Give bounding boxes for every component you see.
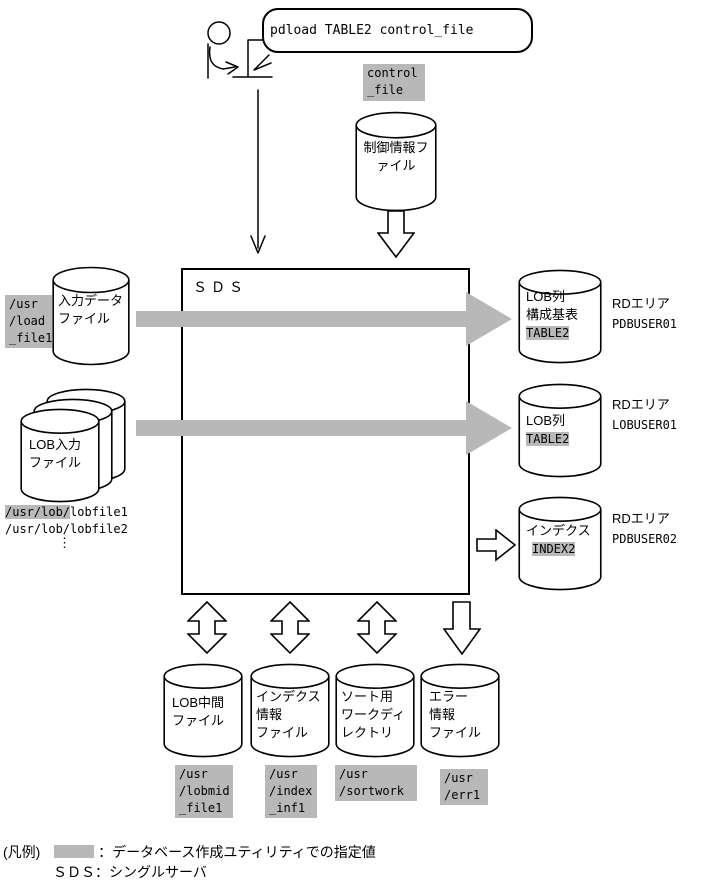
lob-column-base-table-cylinder: LOB列 構成基表 TABLE2 [518, 269, 602, 364]
input-data-file-cylinder: 入力データ ファイル [52, 266, 130, 366]
error-info-file-path-label: /usr /err1 [440, 769, 488, 805]
command-flow-arrow-icon [250, 89, 266, 254]
index-info-file-label: インデクス [256, 689, 321, 704]
index-output-arrow-icon [476, 529, 517, 562]
data-flow-arrow-lob-input [136, 401, 512, 455]
sort-work-path-label: /usr /sortwork [335, 765, 417, 801]
rd-target-1-table-name: TABLE2 [526, 326, 570, 340]
sort-work-directory-label: ソート用 [341, 689, 394, 704]
lob-input-path-1-highlight: /usr/lob/ [5, 505, 71, 519]
control-file-name-label: control _file [363, 64, 425, 101]
rd-target-3-line1: インデクス [526, 523, 591, 538]
input-data-file-label: 入力データ [58, 293, 124, 308]
index-cylinder: インデクス INDEX2 [518, 496, 602, 591]
rd-target-1-line1: LOB列 [526, 289, 566, 304]
error-info-file-label: エラー [429, 689, 469, 704]
sort-work-directory-cylinder: ソート用 ワークディ レクトリ [335, 663, 415, 758]
sds-server-label: ＳＤＳ [193, 279, 247, 295]
database-cylinder-icon [52, 266, 130, 366]
legend-highlight-desc: ：データベース作成ユティリティでの指定値 [98, 844, 376, 860]
sort-work-io-arrow-icon [357, 601, 397, 655]
rd-target-2-table-name: TABLE2 [526, 432, 570, 446]
legend-sds-desc: ＳＤＳ：シングルサーバ [53, 864, 207, 880]
lob-mid-file-path-label: /usr /lobmid _file1 [175, 765, 233, 818]
rd-area-label-3: RDエリア PDBUSER02 [612, 511, 678, 546]
command-speech-bubble: pdload TABLE2 control_file [262, 8, 533, 53]
legend-row-2: ＳＤＳ：シングルサーバ [53, 863, 207, 881]
index-info-file-io-arrow-icon [270, 601, 310, 655]
database-cylinder-icon [20, 408, 100, 503]
command-text: pdload TABLE2 control_file [270, 23, 474, 38]
lob-input-file-label: LOB入力 [29, 437, 82, 452]
lob-mid-file-label: LOB中間 [172, 695, 225, 710]
database-cylinder-icon [518, 269, 602, 364]
database-cylinder-icon [420, 663, 500, 758]
database-cylinder-icon [355, 111, 437, 212]
control-info-file-cylinder: 制御情報フ ァイル [355, 111, 437, 212]
input-data-file-path-label: /usr /load _file1 [5, 295, 52, 348]
legend-title: (凡例) [3, 844, 41, 860]
lob-mid-file-io-arrow-icon [187, 601, 227, 655]
rd-target-1-line2: 構成基表 [526, 307, 579, 322]
error-info-file-cylinder: エラー 情報 ファイル [420, 663, 500, 758]
data-flow-arrow-input-data [136, 292, 512, 346]
control-file-input-arrow-icon [377, 210, 415, 258]
database-cylinder-icon [250, 663, 330, 758]
index-info-file-path-label: /usr /index _inf1 [265, 765, 317, 818]
database-cylinder-icon [335, 663, 415, 758]
legend-row-1: (凡例) ：データベース作成ユティリティでの指定値 [3, 843, 376, 861]
lob-input-path-1: /usr/lob/lobfile1 [5, 505, 128, 519]
rd-area-label-1: RDエリア PDBUSER01 [612, 296, 678, 331]
lob-column-cylinder: LOB列 TABLE2 [518, 383, 602, 478]
lob-input-path-ellipsis: ⋮ [58, 536, 71, 551]
database-cylinder-icon [163, 663, 243, 758]
lob-mid-file-cylinder: LOB中間 ファイル [163, 663, 243, 758]
person-icon [207, 21, 273, 79]
legend-highlight-swatch [54, 845, 95, 858]
lob-input-file-cylinder-front: LOB入力 ファイル [20, 408, 100, 503]
rd-target-3-index-name: INDEX2 [532, 542, 576, 556]
index-info-file-cylinder: インデクス 情報 ファイル [250, 663, 330, 758]
error-file-output-arrow-icon [443, 601, 481, 655]
control-info-file-label: 制御情報フ [363, 140, 429, 155]
rd-area-label-2: RDエリア LOBUSER01 [612, 397, 678, 432]
rd-target-2-line1: LOB列 [526, 413, 566, 428]
lob-input-path-2: /usr/lob/lobfile2 [5, 522, 128, 536]
